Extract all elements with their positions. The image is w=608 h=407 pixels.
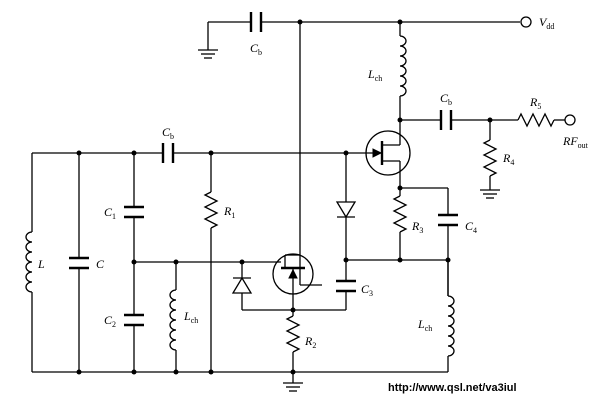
capacitor-cb-top (249, 12, 263, 32)
inductor-l (25, 231, 33, 293)
label-c4: C4 (465, 219, 477, 235)
resistor-r1 (203, 191, 219, 229)
capacitor-c3 (336, 279, 356, 293)
label-lch-drain: Lch (367, 67, 382, 83)
capacitor-cb-mid (161, 143, 175, 163)
resistor-r5 (517, 112, 555, 128)
source-url: http://www.qsl.net/va3iul (388, 382, 517, 394)
label-r2: R2 (304, 334, 316, 350)
label-rf-out: RFout (562, 134, 589, 150)
capacitor-cb-out (439, 110, 453, 130)
label-vdd: Vdd (539, 15, 554, 31)
jfet-lower (272, 253, 322, 308)
capacitor-c (69, 256, 89, 270)
label-cb-top: Cb (250, 41, 262, 57)
junction-dot (290, 369, 296, 375)
diode-lower (231, 276, 253, 294)
label-l: L (37, 257, 45, 271)
label-r1: R1 (223, 204, 235, 220)
label-cb-out: Cb (440, 91, 452, 107)
vdd-terminal (520, 16, 532, 28)
label-r4: R4 (502, 151, 514, 167)
jfet-upper (346, 130, 411, 176)
label-c1: C1 (104, 205, 116, 221)
capacitor-c1 (124, 205, 144, 219)
resistor-r3 (392, 195, 408, 233)
inductor-lch-right (447, 295, 455, 357)
resistor-r2 (285, 315, 301, 353)
ground-symbol-bottom (283, 382, 303, 392)
label-lch-right: Lch (417, 317, 432, 333)
resistor-r4 (482, 139, 498, 177)
label-c2: C2 (104, 313, 116, 329)
label-cb-mid: Cb (162, 125, 174, 141)
label-c: C (96, 257, 105, 271)
inductor-lch-drain (399, 35, 407, 97)
label-lch-left: Lch (183, 309, 198, 325)
label-r5: R5 (529, 95, 541, 111)
ground-symbol-r4 (480, 189, 500, 199)
capacitor-c4 (438, 213, 458, 227)
label-c3: C3 (361, 282, 373, 298)
capacitor-c2 (124, 313, 144, 327)
rf-out-terminal (564, 114, 576, 126)
label-r3: R3 (411, 219, 423, 235)
top-rail (207, 21, 520, 50)
ground-symbol-top-left (198, 49, 218, 59)
inductor-lch-left (169, 289, 177, 351)
diode-upper (335, 201, 357, 219)
